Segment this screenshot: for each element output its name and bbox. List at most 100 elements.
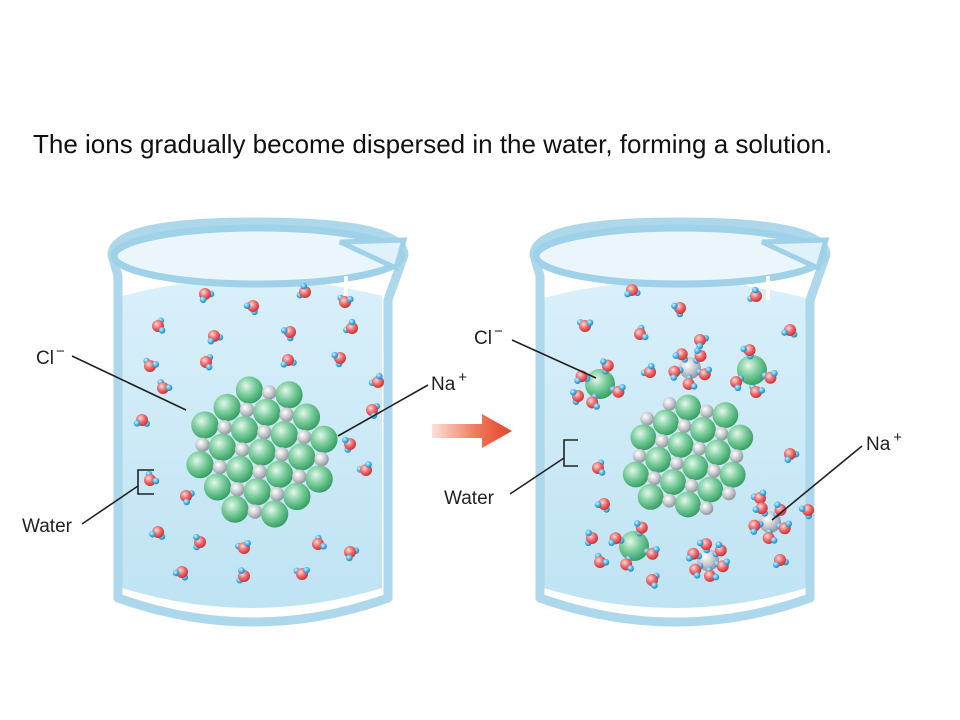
sodium-ion [699, 501, 714, 516]
oxygen-atom [668, 365, 681, 378]
sodium-ion [647, 471, 662, 486]
hydrogen-atom [619, 384, 626, 391]
hydrogen-atom [585, 529, 593, 537]
hydrogen-atom [205, 363, 213, 371]
chloride-ion [230, 416, 259, 444]
oxygen-atom [748, 519, 761, 532]
hydrogen-atom [624, 290, 631, 298]
hydrogen-atom [784, 456, 792, 463]
hydrogen-atom [798, 505, 806, 513]
hydrogen-atom [670, 374, 678, 381]
right-na-label: Na+ [866, 429, 902, 455]
sodium-ion [261, 385, 277, 400]
hydrogen-atom [574, 377, 581, 384]
right-water-leader [509, 457, 565, 495]
chloride-ion [292, 403, 321, 431]
oxygen-atom [675, 348, 688, 361]
oxygen-atom [247, 300, 259, 312]
sodium-ion [699, 404, 714, 419]
hydrogen-atom [634, 520, 641, 527]
chloride-ion [213, 393, 241, 422]
right-particles [570, 284, 814, 589]
hydrogen-atom [770, 537, 778, 544]
hydrogen-atom [772, 561, 780, 568]
hydrogen-atom [348, 318, 356, 326]
left-na-leader [337, 384, 429, 437]
sodium-ion [707, 464, 721, 478]
sodium-ion [662, 493, 677, 508]
hydrogen-atom [593, 403, 600, 410]
hydrogen-atom [346, 554, 353, 562]
sodium-ion [292, 469, 307, 484]
chloride-ion [305, 465, 333, 493]
sodium-ion [640, 411, 654, 426]
right-beaker-rim [532, 224, 828, 288]
hydrogen-atom [758, 387, 766, 394]
sodium-ion [314, 451, 329, 467]
chloride-ion [682, 454, 709, 481]
oxygen-atom [344, 546, 356, 558]
hydrogen-atom [608, 539, 615, 546]
chloride-ion [261, 500, 289, 528]
hydrogen-atom [347, 295, 354, 303]
chloride-ion [645, 446, 672, 473]
hydrogen-atom [199, 296, 207, 303]
hydrogen-atom [133, 420, 141, 427]
hydrogen-atom [300, 282, 308, 290]
chloride-ion [203, 473, 232, 501]
right-cl-charge: − [494, 323, 503, 340]
sodium-ion [217, 420, 232, 435]
left-particles [133, 282, 384, 584]
chloride-ion [265, 460, 294, 488]
hydrogen-atom [671, 302, 678, 310]
oxygen-atom [372, 376, 384, 388]
chloride-ion [675, 394, 702, 421]
chloride-ion [310, 425, 338, 453]
chloride-ion [619, 531, 649, 561]
hydrogen-atom [594, 501, 602, 508]
right-beaker-spout [760, 237, 830, 272]
right-na-charge: + [893, 429, 902, 446]
sodium-ion [257, 424, 272, 440]
chloride-ion [737, 355, 767, 385]
hydrogen-atom [152, 477, 160, 485]
hydrogen-atom [586, 319, 594, 326]
chloride-ion [243, 478, 271, 506]
sodium-ion [662, 396, 677, 411]
hydrogen-atom [627, 565, 634, 572]
chloride-ion [191, 411, 219, 439]
hydrogen-atom [342, 436, 349, 444]
hydrogen-atom [280, 327, 288, 334]
hydrogen-atom [207, 337, 215, 345]
right-water-bracket [563, 439, 578, 467]
hydrogen-atom [570, 388, 577, 396]
left-cl-leader [71, 355, 187, 411]
sodium-ion [234, 442, 250, 457]
hydrogen-atom [651, 582, 658, 589]
hydrogen-atom [647, 362, 655, 370]
chloride-ion [221, 495, 249, 523]
chloride-ion [637, 483, 664, 510]
hydrogen-atom [183, 498, 190, 506]
sodium-ion [714, 426, 729, 441]
oxygen-atom [598, 498, 610, 510]
chloride-ion [288, 443, 316, 471]
hydrogen-atom [712, 573, 720, 581]
hydrogen-atom [193, 533, 200, 541]
hydrogen-atom [303, 566, 310, 574]
sodium-ion [252, 464, 267, 480]
oxygen-atom [644, 366, 656, 378]
chloride-ion [704, 439, 731, 466]
chloride-ion [283, 482, 311, 511]
right-water-label: Water [444, 488, 495, 509]
hydrogen-atom [759, 489, 767, 497]
chloride-ion [270, 420, 298, 449]
hydrogen-atom [238, 567, 245, 574]
hydrogen-atom [165, 384, 173, 392]
oxygen-atom [594, 556, 606, 568]
left-na-charge: + [458, 369, 467, 386]
caption-text: The ions gradually become dispersed in t… [33, 129, 833, 159]
hydrogen-atom [152, 361, 160, 368]
hydrogen-atom [781, 329, 788, 336]
